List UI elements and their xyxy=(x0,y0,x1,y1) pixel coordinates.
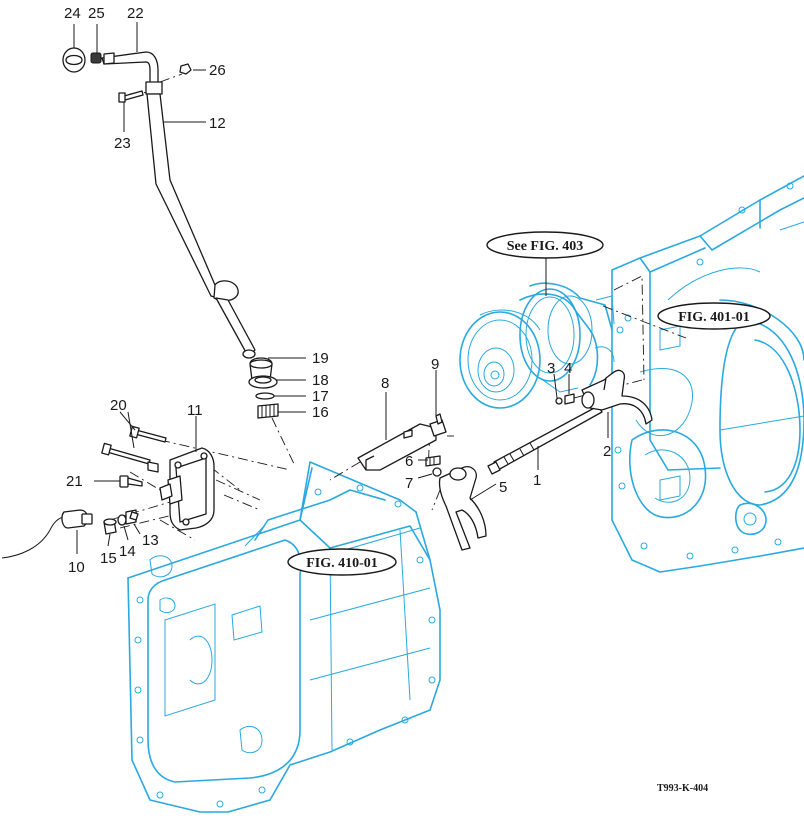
ref-fig-401-label: FIG. 401-01 xyxy=(678,310,750,325)
screw xyxy=(125,509,139,525)
ref-fig-410: FIG. 410-01 xyxy=(287,548,397,576)
callout-16: 16 xyxy=(312,404,329,421)
callout-7: 7 xyxy=(405,475,413,492)
leader-lines xyxy=(73,22,609,554)
nut xyxy=(90,52,102,64)
ref-fig-403-label: See FIG. 403 xyxy=(507,239,584,254)
callout-3: 3 xyxy=(547,360,555,377)
bolt-21 xyxy=(119,475,143,488)
knob xyxy=(62,47,86,73)
bracket xyxy=(357,423,437,471)
callout-5: 5 xyxy=(499,479,507,496)
ball-3 xyxy=(555,397,563,405)
cover-plate xyxy=(159,447,215,531)
callout-23: 23 xyxy=(114,135,131,152)
callout-26: 26 xyxy=(209,62,226,79)
ref-fig-410-label: FIG. 410-01 xyxy=(306,556,378,571)
spring-16 xyxy=(257,403,279,419)
shift-fork-5 xyxy=(438,466,487,551)
callout-14: 14 xyxy=(119,543,136,560)
bolt-9 xyxy=(429,413,447,437)
callout-24: 24 xyxy=(64,5,81,22)
bolt-23 xyxy=(118,90,144,103)
callout-6: 6 xyxy=(405,453,413,470)
callout-17: 17 xyxy=(312,388,329,405)
callout-2: 2 xyxy=(603,443,611,460)
spring-4 xyxy=(564,393,575,405)
callout-13: 13 xyxy=(142,532,159,549)
front-housing xyxy=(127,461,441,813)
callout-4: 4 xyxy=(564,360,572,377)
gear-assembly xyxy=(459,282,615,409)
callout-11: 11 xyxy=(187,402,203,419)
callout-9: 9 xyxy=(431,356,439,373)
plug xyxy=(103,518,117,535)
rear-housing xyxy=(611,175,804,573)
callout-20: 20 xyxy=(110,397,127,414)
drawing-code: T993-K-404 xyxy=(657,783,708,794)
shift-rod xyxy=(487,405,603,475)
callout-10: 10 xyxy=(68,559,85,576)
callout-19: 19 xyxy=(312,350,329,367)
callout-8: 8 xyxy=(381,375,389,392)
ref-fig-401: FIG. 401-01 xyxy=(657,302,771,330)
shift-fork-2 xyxy=(581,369,653,425)
callout-25: 25 xyxy=(88,5,105,22)
callout-22: 22 xyxy=(127,5,144,22)
washer xyxy=(117,514,127,526)
callout-18: 18 xyxy=(312,372,329,389)
callout-21: 21 xyxy=(66,473,83,490)
seal xyxy=(248,375,278,389)
spring-6 xyxy=(425,455,441,467)
bolts-20 xyxy=(101,425,167,473)
callout-1: 1 xyxy=(533,472,541,489)
dipstick-tube xyxy=(146,93,256,359)
dipstick-head xyxy=(101,51,163,95)
callouts: 24 25 22 26 12 23 19 18 17 16 20 11 21 1… xyxy=(64,5,611,576)
ref-fig-403: See FIG. 403 xyxy=(486,231,604,259)
callout-12: 12 xyxy=(209,115,226,132)
ball-7 xyxy=(432,467,442,477)
o-ring xyxy=(255,392,275,400)
sensor xyxy=(1,509,93,559)
small-nut xyxy=(179,63,192,75)
callout-15: 15 xyxy=(100,550,117,567)
